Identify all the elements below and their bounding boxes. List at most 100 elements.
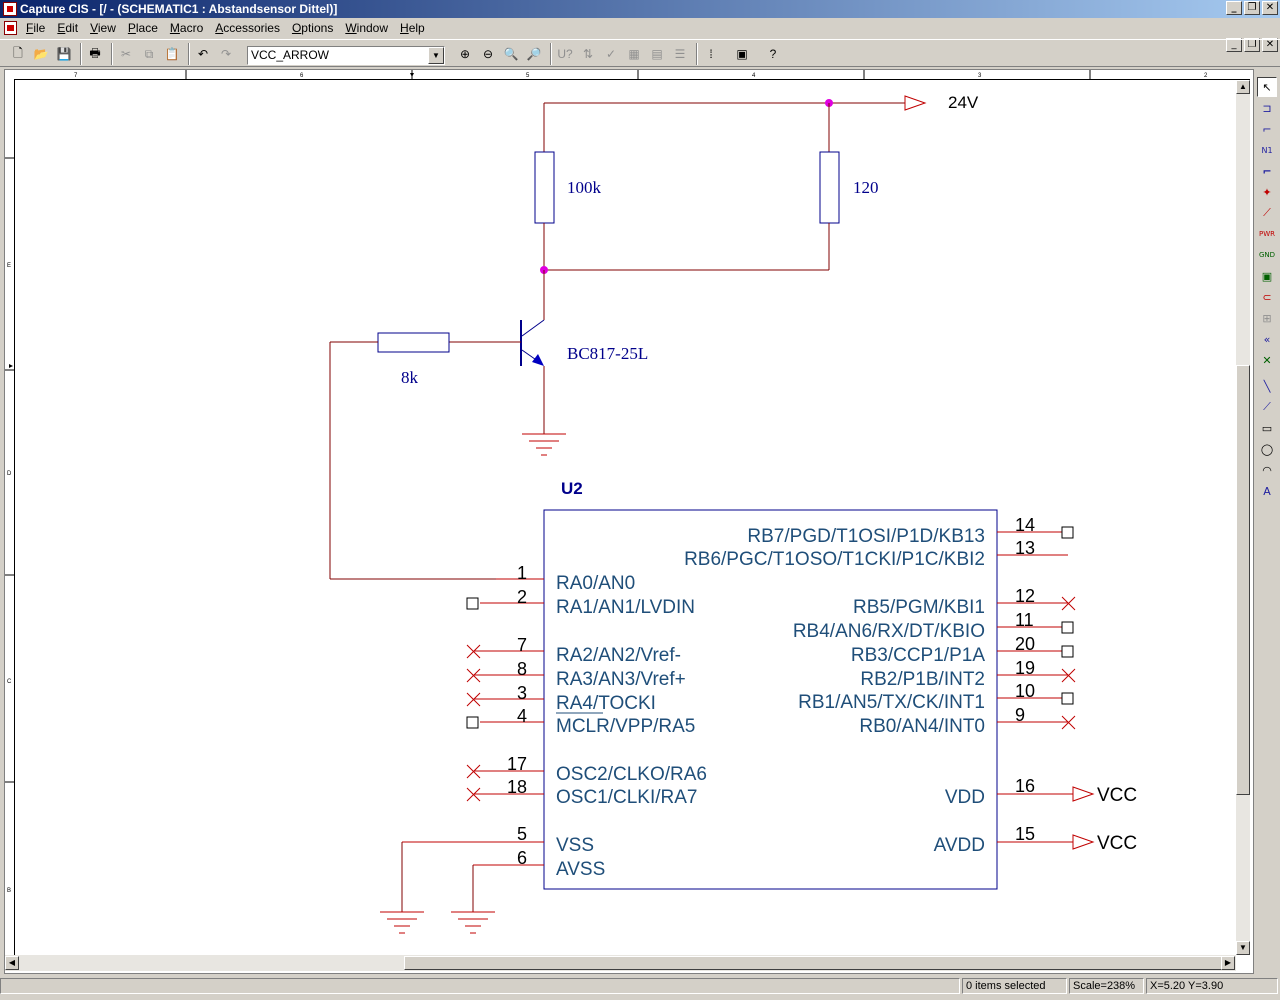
close-button[interactable]: ✕ bbox=[1262, 1, 1278, 15]
scroll-down-icon[interactable]: ▼ bbox=[1236, 941, 1250, 955]
zoom-in-icon[interactable]: ⊕ bbox=[459, 47, 471, 61]
place-rectangle-icon[interactable]: ▭ bbox=[1261, 421, 1273, 435]
pin-number: 5 bbox=[517, 824, 527, 844]
new-file-icon[interactable]: 🗋 bbox=[13, 45, 23, 60]
transistor-part-label[interactable]: BC817-25L bbox=[567, 344, 648, 363]
drc-icon[interactable]: ✓ bbox=[605, 47, 617, 61]
select-icon[interactable]: ↖ bbox=[1257, 77, 1277, 97]
part-selector-combo[interactable]: VCC_ARROW ▼ bbox=[247, 46, 445, 65]
netlist-icon[interactable]: ▦ bbox=[628, 47, 640, 61]
selection-count: 0 items selected bbox=[962, 978, 1067, 994]
pin-name: AVSS bbox=[556, 859, 605, 880]
place-net-alias-icon[interactable]: N1 bbox=[1261, 145, 1273, 155]
resistor-120-value[interactable]: 120 bbox=[853, 178, 879, 197]
menu-file[interactable]: File bbox=[26, 21, 46, 35]
app-icon[interactable] bbox=[3, 2, 17, 16]
menu-help[interactable]: Help bbox=[400, 21, 425, 35]
power-arrow-symbol[interactable] bbox=[1072, 834, 1095, 850]
place-ground-icon[interactable]: GND bbox=[1258, 251, 1276, 259]
place-junction-icon[interactable]: ✦ bbox=[1262, 185, 1272, 199]
project-manager-icon[interactable]: ▣ bbox=[736, 47, 748, 61]
snap-to-grid-icon[interactable]: ⁞ bbox=[709, 47, 713, 61]
backannotate-icon[interactable]: ⇅ bbox=[582, 47, 594, 61]
horizontal-scroll-thumb[interactable] bbox=[404, 956, 1230, 970]
document-window-controls: _ ❐ ✕ bbox=[1226, 38, 1278, 52]
vertical-scroll-thumb[interactable] bbox=[1236, 365, 1250, 795]
zoom-out-icon[interactable]: ⊖ bbox=[482, 47, 494, 61]
window-title: Capture CIS - [/ - (SCHEMATIC1 : Abstand… bbox=[20, 2, 338, 16]
pin-name: OSC2/CLKO/RA6 bbox=[556, 764, 707, 785]
minimize-button[interactable]: _ bbox=[1226, 1, 1242, 15]
resistor-120-body[interactable] bbox=[819, 151, 840, 224]
scroll-left-icon[interactable]: ◀ bbox=[5, 956, 19, 970]
menu-options[interactable]: Options bbox=[291, 21, 334, 35]
draw-tool-palette: ↖ ⊐ ⌐ N1 ⌐ ✦ ⟋ PWR GND ▣ ⊂ ⊞ « ✕ ╲ ⟋ ▭ ◯… bbox=[1256, 75, 1278, 505]
scroll-right-icon[interactable]: ▶ bbox=[1221, 956, 1235, 970]
no-connect-marker bbox=[1061, 668, 1076, 683]
menu-macro[interactable]: Macro bbox=[169, 21, 204, 35]
place-line-icon[interactable]: ╲ bbox=[1263, 379, 1271, 393]
chevron-down-icon[interactable]: ▼ bbox=[428, 47, 444, 64]
place-hierarchical-port-icon[interactable]: ⊂ bbox=[1262, 290, 1272, 304]
restore-button[interactable]: ❐ bbox=[1244, 1, 1260, 15]
pin-number: 13 bbox=[1015, 538, 1035, 558]
menu-accessories[interactable]: Accessories bbox=[215, 21, 280, 35]
cross-reference-icon[interactable]: ▤ bbox=[651, 47, 663, 61]
place-hierarchical-block-icon[interactable]: ▣ bbox=[1261, 269, 1273, 283]
bill-of-materials-icon[interactable]: ☰ bbox=[674, 47, 686, 61]
net-label-vcc[interactable]: VCC bbox=[1097, 785, 1137, 806]
save-icon[interactable]: 💾 bbox=[56, 47, 72, 61]
zoom-area-icon[interactable]: 🔍 bbox=[503, 47, 519, 61]
pin-name: RB1/AN5/TX/CK/INT1 bbox=[798, 692, 985, 713]
place-text-icon[interactable]: A bbox=[1263, 484, 1271, 498]
menu-edit[interactable]: Edit bbox=[57, 21, 79, 35]
no-connect-marker bbox=[466, 692, 481, 707]
redo-icon[interactable]: ↷ bbox=[220, 47, 232, 61]
doc-minimize-button[interactable]: _ bbox=[1226, 38, 1242, 52]
open-folder-icon[interactable]: 📂 bbox=[33, 47, 49, 61]
paste-icon[interactable]: 📋 bbox=[164, 47, 180, 61]
print-icon[interactable]: 🖶 bbox=[89, 45, 101, 60]
resistor-100k-body[interactable] bbox=[534, 151, 555, 224]
scroll-up-icon[interactable]: ▲ bbox=[1236, 80, 1250, 94]
resistor-8k-value[interactable]: 8k bbox=[401, 368, 419, 387]
place-arc-icon[interactable]: ◠ bbox=[1262, 463, 1272, 477]
pin-number: 18 bbox=[507, 777, 527, 797]
schematic-canvas[interactable]: 24V 100k 120 BC817-25L 8k bbox=[16, 81, 1236, 955]
ruler-graphic: E D C B bbox=[5, 157, 15, 894]
place-bus-entry-icon[interactable]: ⟋ bbox=[1263, 206, 1271, 219]
zoom-all-icon[interactable]: 🔎 bbox=[526, 47, 542, 61]
place-ellipse-icon[interactable]: ◯ bbox=[1260, 442, 1274, 456]
menu-view[interactable]: View bbox=[90, 21, 116, 35]
place-power-icon[interactable]: PWR bbox=[1258, 230, 1275, 238]
place-hierarchical-pin-icon[interactable]: ⊞ bbox=[1262, 311, 1272, 325]
annotate-icon[interactable]: U? bbox=[557, 47, 573, 61]
power-arrow-symbol[interactable] bbox=[904, 95, 927, 111]
ic-right-pins: 14 RB7/PGD/T1OSI/P1D/KB13 13 RB6/PGC/T1O… bbox=[684, 515, 1137, 856]
place-wire-icon[interactable]: ⌐ bbox=[1262, 122, 1272, 136]
menu-window[interactable]: Window bbox=[345, 21, 389, 35]
place-part-icon[interactable]: ⊐ bbox=[1262, 101, 1272, 115]
menu-place[interactable]: Place bbox=[127, 21, 158, 35]
undo-icon[interactable]: ↶ bbox=[197, 47, 209, 61]
unconnected-pin-marker bbox=[1061, 621, 1074, 634]
doc-close-button[interactable]: ✕ bbox=[1262, 38, 1278, 52]
place-bus-icon[interactable]: ⌐ bbox=[1262, 164, 1272, 178]
main-toolbar: 🗋 📂 💾 🖶 ✂ ⧉ 📋 ↶ ↷ ⊕ ⊖ 🔍 🔎 U? ⇅ ✓ ▦ ▤ ☰ ⁞… bbox=[0, 39, 1280, 67]
transistor-collector[interactable] bbox=[521, 319, 545, 337]
ic-reference-u2[interactable]: U2 bbox=[561, 479, 583, 498]
place-no-connect-icon[interactable]: ✕ bbox=[1262, 353, 1272, 367]
net-label-vcc[interactable]: VCC bbox=[1097, 833, 1137, 854]
resistor-100k-value[interactable]: 100k bbox=[567, 178, 602, 197]
ruler-label: E bbox=[7, 263, 11, 269]
place-off-page-connector-icon[interactable]: « bbox=[1263, 332, 1271, 346]
place-polyline-icon[interactable]: ⟋ bbox=[1263, 400, 1271, 413]
resistor-8k-body[interactable] bbox=[377, 332, 450, 353]
doc-restore-button[interactable]: ❐ bbox=[1244, 38, 1260, 52]
document-icon[interactable] bbox=[4, 21, 17, 35]
net-label-24v[interactable]: 24V bbox=[948, 93, 979, 112]
copy-icon[interactable]: ⧉ bbox=[144, 46, 154, 61]
power-arrow-symbol[interactable] bbox=[1072, 786, 1095, 802]
cut-icon[interactable]: ✂ bbox=[120, 47, 132, 61]
help-icon[interactable]: ? bbox=[769, 47, 777, 61]
